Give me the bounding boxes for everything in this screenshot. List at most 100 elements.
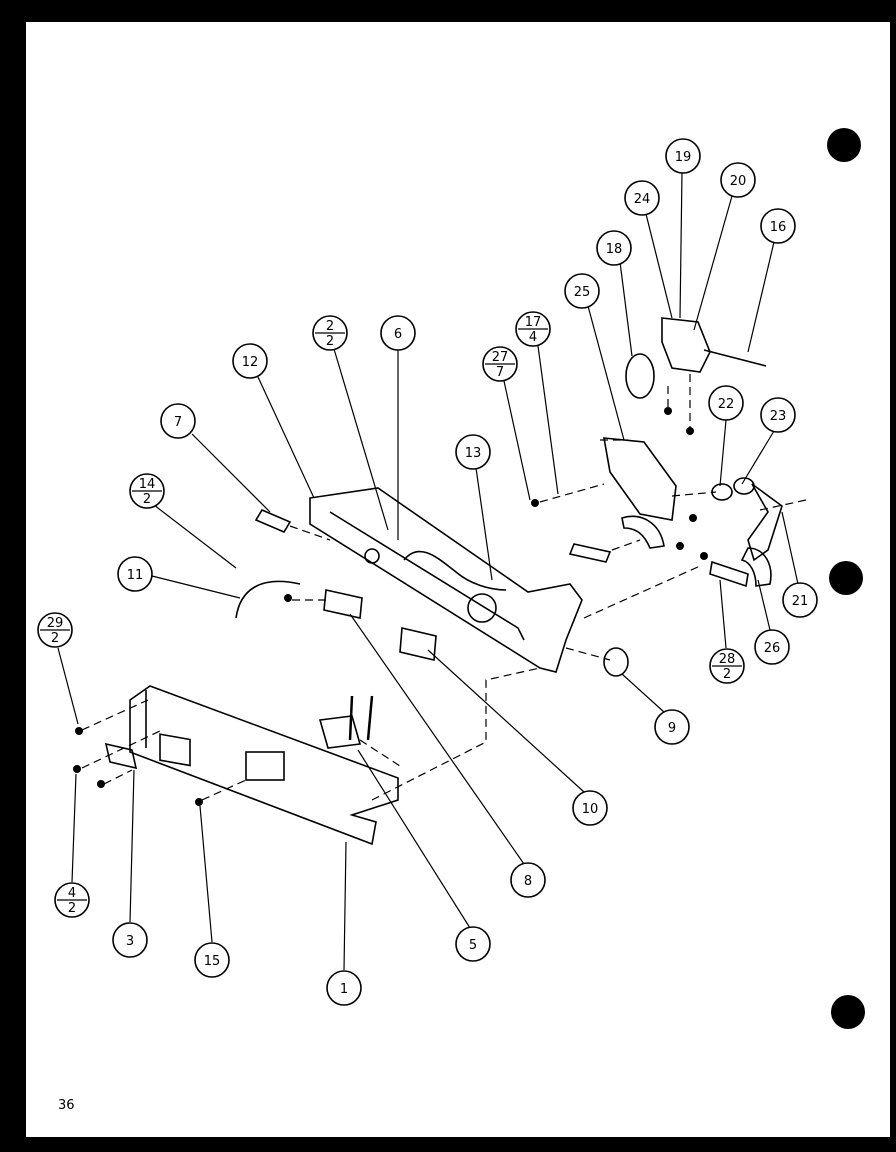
- part-5-wires: [348, 695, 374, 741]
- callout-26: 26: [754, 629, 790, 665]
- part-26-paddle: [740, 547, 772, 587]
- callout-20: 20: [720, 162, 756, 198]
- callout-12-label: 12: [242, 355, 259, 370]
- callout-3-label: 3: [126, 934, 134, 949]
- callout-22: 22: [708, 385, 744, 421]
- svg-text:4: 4: [529, 330, 537, 345]
- screw-3: [97, 780, 105, 788]
- callout-group: 19 20 24 16 18 25 6 12 7 13 22 23 11 21 …: [112, 138, 818, 1006]
- part-25-pad: [568, 543, 612, 563]
- callout-4-2: 42: [54, 882, 90, 918]
- screw-18a: [664, 407, 672, 415]
- part-3-bracket: [104, 742, 138, 770]
- screw-14: [284, 594, 292, 602]
- callout-18: 18: [596, 230, 632, 266]
- callout-15: 15: [194, 942, 230, 978]
- callout-6: 6: [380, 315, 416, 351]
- callout-17-4: 174: [515, 311, 551, 347]
- callout-15-label: 15: [204, 954, 221, 969]
- callout-9-label: 9: [668, 721, 676, 736]
- part-1-front-plate: [129, 685, 399, 846]
- callout-13-label: 13: [465, 446, 482, 461]
- callout-19-label: 19: [675, 150, 692, 165]
- part-18-disc: [625, 353, 655, 399]
- punch-hole-bottom: [831, 995, 865, 1029]
- callout-12: 12: [232, 343, 268, 379]
- callout-11: 11: [117, 556, 153, 592]
- callout-29-2: 292: [37, 612, 73, 648]
- part-1-window-right: [245, 751, 285, 781]
- fasteners: [73, 407, 708, 806]
- svg-text:2: 2: [723, 667, 731, 682]
- screw-22: [689, 514, 697, 522]
- callout-8-label: 8: [524, 874, 532, 889]
- part-16-rod: [703, 349, 767, 367]
- callout-18-label: 18: [606, 242, 623, 257]
- svg-text:29: 29: [47, 616, 64, 631]
- svg-text:2: 2: [326, 334, 334, 349]
- screw-18b: [686, 427, 694, 435]
- callout-28-2: 282: [709, 648, 745, 684]
- svg-text:2: 2: [68, 901, 76, 916]
- leader-lines: [57, 171, 799, 971]
- svg-text:2: 2: [51, 631, 59, 646]
- screw-29: [75, 727, 83, 735]
- callout-7-label: 7: [174, 415, 182, 430]
- part-25-paddle: [621, 515, 665, 549]
- punch-hole-middle: [829, 561, 863, 595]
- svg-text:27: 27: [492, 350, 509, 365]
- callout-26-label: 26: [764, 641, 781, 656]
- callout-10: 10: [572, 790, 608, 826]
- callout-21: 21: [782, 582, 818, 618]
- callout-7: 7: [160, 403, 196, 439]
- callout-14-2: 142: [129, 473, 165, 509]
- screw-4: [73, 765, 81, 773]
- callout-16-label: 16: [770, 220, 787, 235]
- callout-5-label: 5: [469, 938, 477, 953]
- callout-5: 5: [455, 926, 491, 962]
- page-number: 36: [58, 1098, 75, 1113]
- svg-text:14: 14: [139, 477, 156, 492]
- callout-13: 13: [455, 434, 491, 470]
- part-21-arm: [747, 483, 783, 562]
- callout-24-label: 24: [634, 192, 651, 207]
- callout-23-label: 23: [770, 409, 787, 424]
- svg-text:2: 2: [143, 492, 151, 507]
- callout-25-label: 25: [574, 285, 591, 300]
- part-28-pad: [709, 560, 749, 588]
- callout-22-label: 22: [718, 397, 735, 412]
- callout-21-label: 21: [792, 594, 809, 609]
- assembly-lines: [81, 374, 807, 801]
- main-housing-inner-edge: [329, 511, 525, 641]
- part-11-wire: [235, 580, 301, 619]
- screw-28: [700, 552, 708, 560]
- part-25-bracket: [603, 437, 677, 521]
- punch-hole-top: [827, 128, 861, 162]
- part-5-switch: [318, 715, 362, 749]
- screw-27: [531, 499, 539, 507]
- housing-round-cutout: [467, 593, 497, 623]
- callout-11-label: 11: [127, 568, 144, 583]
- callout-23: 23: [760, 397, 796, 433]
- callout-27-7: 277: [482, 346, 518, 382]
- svg-text:7: 7: [496, 365, 504, 380]
- parts-drawing: [104, 317, 783, 846]
- callout-1: 1: [326, 970, 362, 1006]
- svg-text:2: 2: [326, 319, 334, 334]
- housing-hole: [364, 548, 380, 564]
- screw-23: [676, 542, 684, 550]
- callout-2-2: 22: [312, 315, 348, 351]
- svg-text:17: 17: [525, 315, 542, 330]
- screw-15: [195, 798, 203, 806]
- part-10-switch: [399, 627, 437, 661]
- svg-text:28: 28: [719, 652, 736, 667]
- part-7-component: [254, 508, 292, 534]
- main-housing: [309, 487, 583, 673]
- callout-25: 25: [564, 273, 600, 309]
- callout-10-label: 10: [582, 802, 599, 817]
- part-9-knob: [603, 647, 629, 677]
- callout-9: 9: [654, 709, 690, 745]
- fraction-callout-group: 174 277 22 142 282 292 42: [37, 311, 745, 918]
